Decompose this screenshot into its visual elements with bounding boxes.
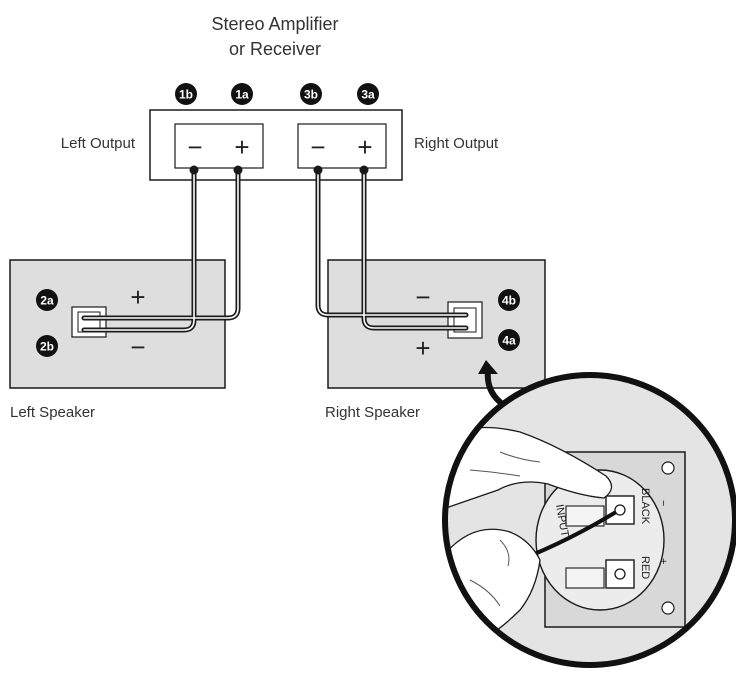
amp-terminal-1b-dot [189,165,199,175]
detail-finger-upper [445,426,613,511]
left-output-label: Left Output [61,135,136,152]
detail-magnifier: INPUT BLACK − RED + [442,372,736,668]
left-output-positive-sign: + [234,132,249,162]
detail-black-text: BLACK [639,488,651,525]
amp-terminal-3b-dot [313,165,323,175]
left-output-terminal-block [174,123,264,169]
left-wire-pair-highlight [83,171,239,331]
title-line-1: Stereo Amplifier [211,14,338,34]
right-speaker-minus: − [415,282,430,312]
badge-1a: 1a [231,83,253,105]
right-output-negative-sign: − [310,132,325,162]
badge-1b-text: 1b [179,88,193,102]
right-output-positive-sign: + [357,132,372,162]
right-speaker-label: Right Speaker [325,404,420,421]
detail-black-sign: − [657,500,669,506]
detail-screw-top [661,461,675,475]
badge-2b-text: 2b [40,340,54,354]
right-wire-pair-highlight [317,171,467,329]
left-speaker-plus: + [130,282,145,312]
left-speaker-panel [9,259,226,389]
badge-3a: 3a [357,83,379,105]
badge-3b: 3b [300,83,322,105]
detail-input-text: INPUT [553,503,571,538]
badge-3a-text: 3a [361,88,375,102]
right-output-terminal-block [297,123,387,169]
right-speaker-panel [327,259,546,389]
badge-2b: 2b [36,335,58,357]
badge-4a-text: 4a [502,334,516,348]
title-line-2: or Receiver [229,39,321,59]
badge-2a: 2a [36,289,58,311]
badge-3b-text: 3b [304,88,318,102]
detail-red-text: RED [639,556,651,579]
amp-terminal-1a-dot [233,165,243,175]
badge-4b-text: 4b [502,294,516,308]
badge-1a-text: 1a [235,88,249,102]
detail-magnifier-ring [442,372,736,668]
amp-terminal-3a-dot [359,165,369,175]
badge-4a: 4a [498,329,520,351]
badge-2a-text: 2a [40,294,54,308]
left-speaker-minus: − [130,332,145,362]
left-speaker-label: Left Speaker [10,404,95,421]
badge-4b: 4b [498,289,520,311]
left-output-negative-sign: − [187,132,202,162]
detail-red-clip [565,567,605,589]
right-output-label: Right Output [414,135,499,152]
detail-red-sign: + [657,558,669,564]
right-speaker-plus: + [415,333,430,363]
detail-arrow [478,360,503,405]
detail-screw-bottom [661,601,675,615]
detail-black-clip [565,505,605,527]
badge-1b: 1b [175,83,197,105]
